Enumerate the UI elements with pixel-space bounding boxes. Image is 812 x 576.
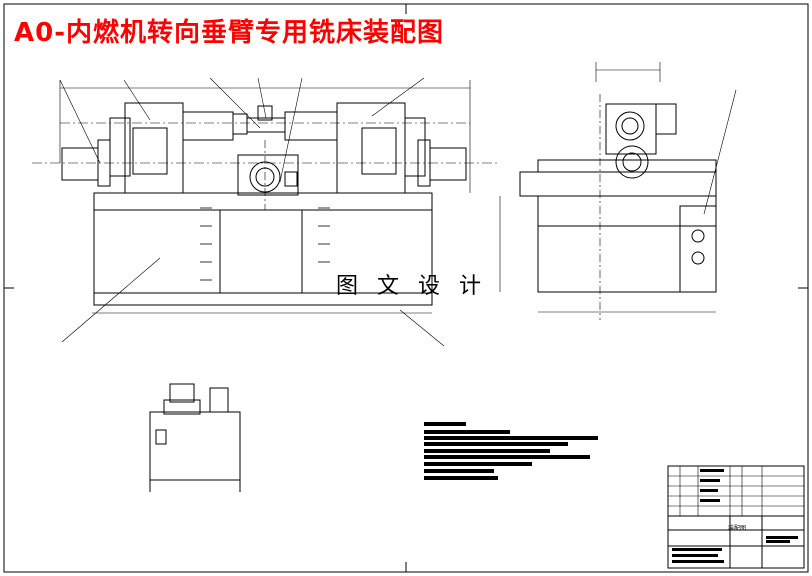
hydraulic-station: [149, 383, 241, 492]
drawing-title: A0-内燃机转向垂臂专用铣床装配图: [14, 18, 445, 48]
title-block-label: 装配图: [728, 525, 747, 532]
drawing-frame: [3, 3, 809, 573]
watermark-text: 图 文 设 计: [336, 274, 487, 299]
title-block: [667, 465, 805, 569]
front-view: [32, 77, 500, 347]
technical-requirements: [424, 422, 598, 480]
side-view: [499, 62, 737, 320]
